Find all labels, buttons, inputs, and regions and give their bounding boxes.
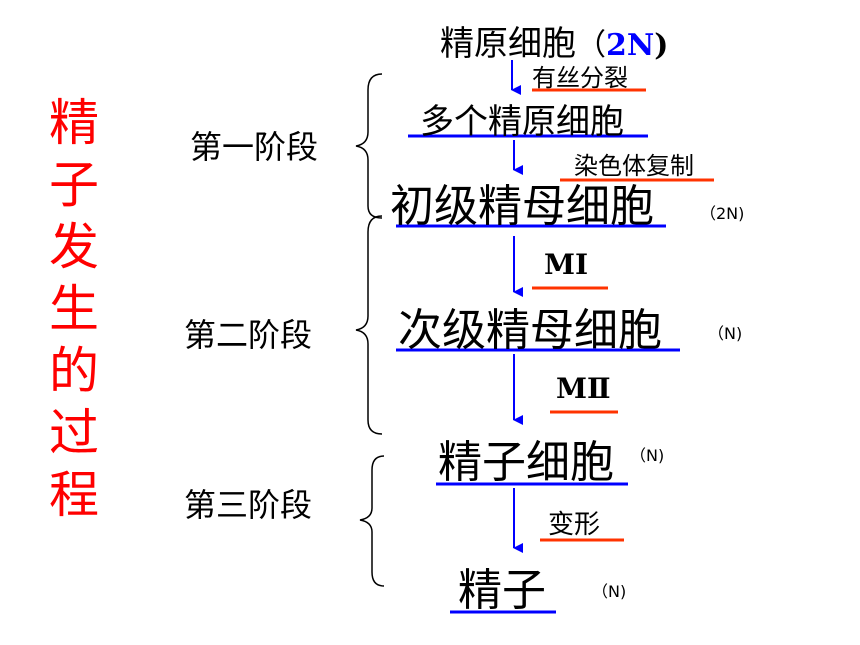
stage-label-1: 第一阶段: [190, 128, 319, 166]
process-transformation: 变形: [548, 510, 601, 540]
title-char: 生: [49, 280, 99, 338]
vertical-title: 精 子 发 生 的 过 程: [44, 92, 104, 526]
node-primary-ploidy: （2N): [700, 204, 745, 223]
node-sperm: 精子: [458, 565, 546, 616]
node-spermatid-ploidy: （N): [630, 446, 665, 465]
title-char: 的: [49, 342, 99, 400]
node-spermatid: 精子细胞: [438, 437, 614, 488]
brace-stage3: [359, 455, 385, 587]
title-char: 发: [49, 218, 99, 276]
process-mitosis: 有丝分裂: [532, 64, 628, 92]
title-char: 子: [49, 156, 99, 214]
title-char: 过: [49, 404, 99, 462]
node-spermatogonium: 精原细胞（2N): [440, 24, 669, 64]
node-primary-spermatocyte: 初级精母细胞: [390, 181, 654, 232]
brace-stage1: [355, 73, 383, 219]
title-char: 程: [49, 466, 99, 524]
process-meiosis2: MⅡ: [556, 372, 611, 405]
brace-stage2: [355, 215, 383, 435]
stage-label-2: 第二阶段: [184, 316, 313, 354]
node-secondary-spermatocyte: 次级精母细胞: [398, 305, 662, 356]
title-char: 精: [49, 94, 99, 152]
node-sperm-ploidy: （N): [592, 582, 627, 601]
node-many-spermatogonia: 多个精原细胞: [420, 102, 624, 142]
node-spermatogonium-label: 精原细胞: [440, 24, 576, 64]
node-spermatogonium-ploidy: 2N: [606, 28, 655, 63]
stage-label-3: 第三阶段: [184, 486, 313, 524]
node-secondary-ploidy: （N): [708, 324, 743, 343]
process-meiosis1: MⅠ: [544, 248, 589, 281]
process-dna-replication: 染色体复制: [574, 152, 694, 180]
